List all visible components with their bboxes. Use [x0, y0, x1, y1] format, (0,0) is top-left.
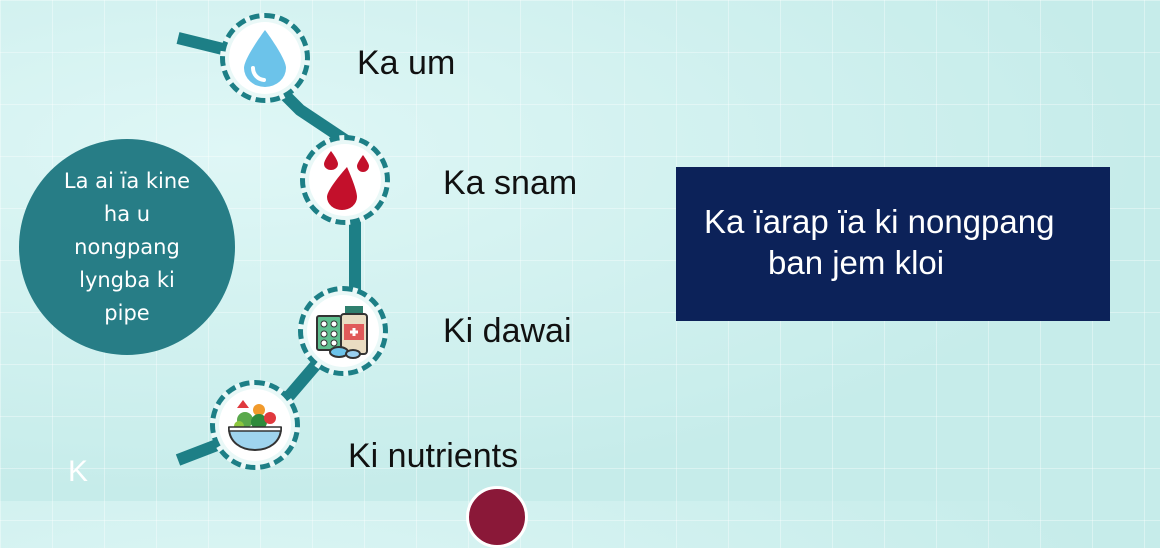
item-label-medicine: Ki dawai: [443, 312, 572, 350]
node-water: [220, 13, 310, 103]
corner-text: K: [68, 455, 89, 488]
water-drop-icon: [244, 30, 286, 87]
callout-line-1: Ka ïarap ïa ki nongpang: [704, 203, 1055, 240]
bottom-decorative-circle: [466, 486, 528, 548]
blood-drops-icon: [324, 151, 369, 210]
item-label-nutrients: Ki nutrients: [348, 437, 519, 475]
item-label-water: Ka um: [357, 44, 456, 82]
hub-text: La ai ïa kine ha u nongpang lyngba ki pi…: [63, 168, 191, 325]
item-label-blood: Ka snam: [443, 164, 578, 202]
node-blood: [300, 135, 390, 225]
node-nutrients: [210, 380, 300, 470]
callout-line-2: ban jem kloi: [768, 244, 945, 281]
salad-bowl-icon: [227, 400, 283, 452]
callout-box: Ka ïarap ïa ki nongpang ban jem kloi: [676, 167, 1110, 321]
hub-circle: La ai ïa kine ha u nongpang lyngba ki pi…: [19, 139, 235, 355]
medicine-icon: [316, 306, 368, 359]
node-medicine: [298, 286, 388, 376]
